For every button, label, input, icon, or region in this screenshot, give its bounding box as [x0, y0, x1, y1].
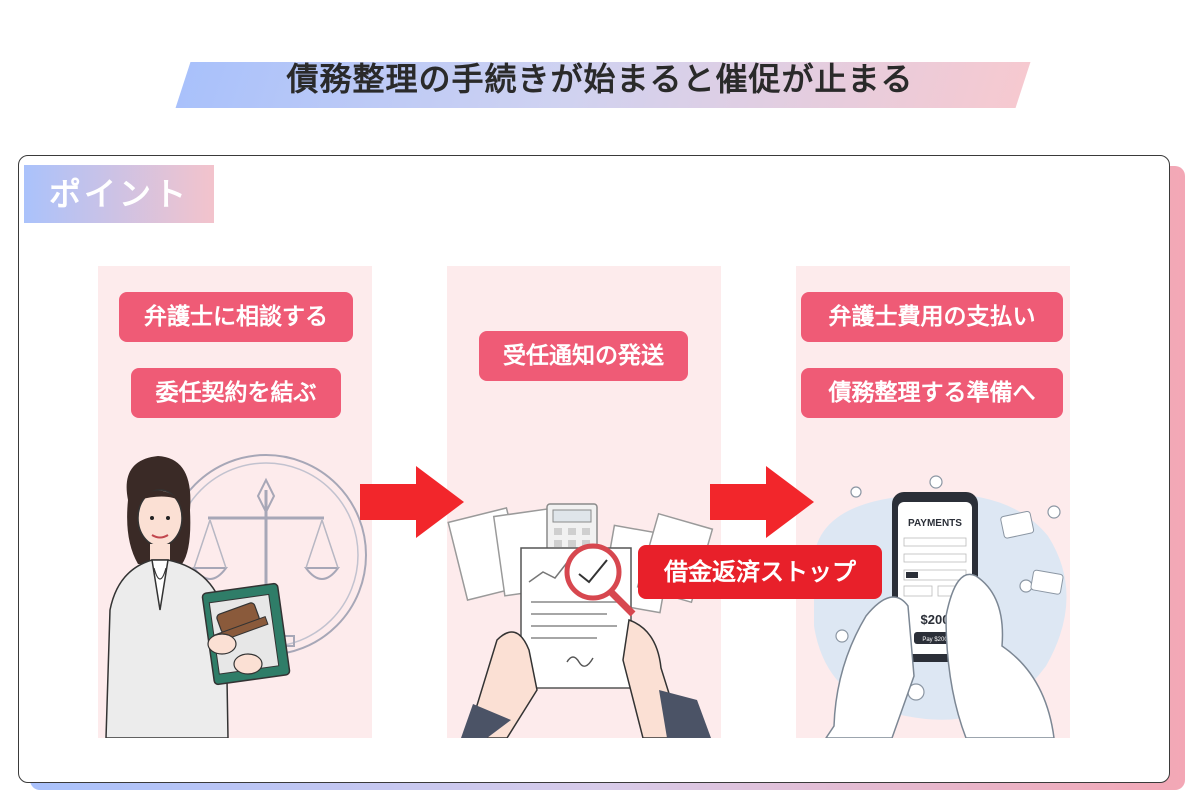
page-title: 債務整理の手続きが始まると催促が止まる — [286, 60, 914, 98]
point-tag — [24, 165, 214, 223]
step-1-label-1: 弁護士に相談する — [119, 292, 353, 342]
debt-stop-label: 借金返済ストップ — [638, 545, 882, 599]
documents-illustration — [447, 503, 714, 738]
arrow-icon — [710, 466, 814, 538]
gavel-icon — [201, 582, 291, 686]
lawyer-figure — [105, 456, 229, 738]
step-3-label-1: 弁護士費用の支払い — [801, 292, 1063, 342]
payment-illustration: PAYMENTS $200 Pay $200 — [813, 475, 1067, 738]
payments-heading: PAYMENTS — [908, 518, 962, 529]
magnifying-glass-icon — [564, 543, 636, 617]
step-2-label-1: 受任通知の発送 — [479, 331, 688, 381]
coin-icon — [835, 475, 1061, 701]
pay-button: Pay $200 — [922, 637, 948, 643]
point-label: ポイント — [48, 175, 189, 213]
payment-amount: $200 — [921, 612, 950, 627]
step-3-label-2: 債務整理する準備へ — [801, 368, 1063, 418]
lawyer-illustration — [105, 454, 367, 738]
arrow-icon — [360, 466, 464, 538]
step-1-label-2: 委任契約を結ぶ — [131, 368, 341, 418]
